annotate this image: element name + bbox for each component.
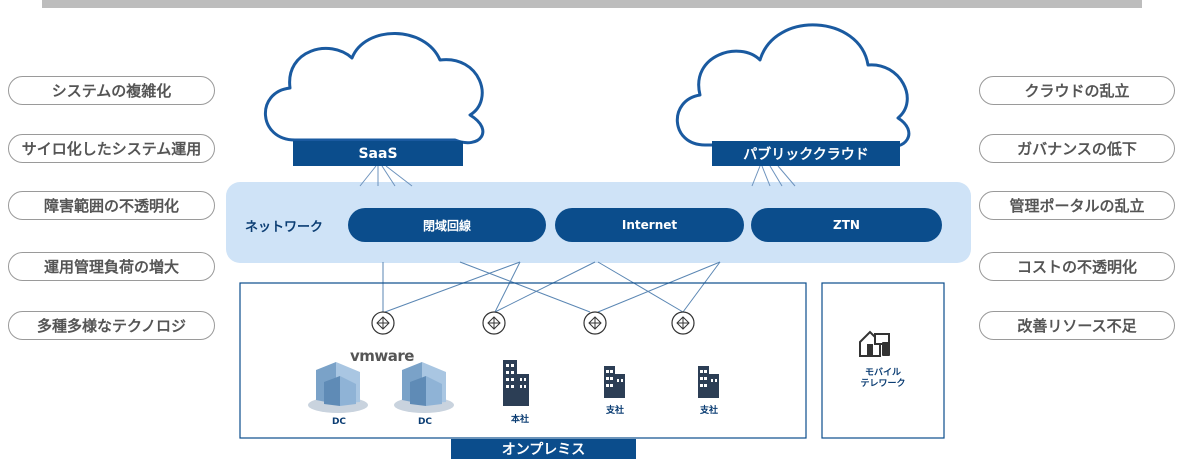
- saas-label: SaaS: [293, 141, 463, 166]
- site-label-branch: 支社: [699, 406, 718, 416]
- issue-left-1: システムの複雑化: [8, 76, 215, 105]
- branch-building-icon: [604, 366, 625, 398]
- cloud-network-links: [359, 165, 796, 187]
- telework-label: テレワーク: [860, 379, 906, 389]
- closed-line-pill: 閉域回線: [348, 208, 546, 242]
- telework-home-icon: [859, 330, 890, 357]
- headquarters-building-icon: [503, 360, 529, 406]
- onprem-frame: [239, 282, 807, 439]
- network-label: ネットワーク: [245, 220, 324, 235]
- onprem-label: オンプレミス: [451, 439, 636, 459]
- issue-left-4: 運用管理負荷の増大: [8, 252, 215, 281]
- issue-right-3: 管理ポータルの乱立: [979, 191, 1175, 220]
- router-icon: [583, 311, 607, 335]
- site-label-dc: DC: [331, 417, 347, 427]
- router-icon: [671, 311, 695, 335]
- issue-right-4: コストの不透明化: [979, 252, 1175, 281]
- site-label-dc: DC: [417, 417, 433, 427]
- datacenter-icon: [394, 362, 454, 413]
- internet-pill: Internet: [555, 208, 744, 242]
- branch-building-icon: [698, 366, 719, 398]
- issue-right-2: ガバナンスの低下: [979, 134, 1175, 163]
- issue-right-1: クラウドの乱立: [979, 76, 1175, 105]
- network-router-links: [382, 261, 721, 313]
- router-icon: [482, 311, 506, 335]
- vmware-logo: vmware: [350, 347, 414, 365]
- site-label-branch: 支社: [605, 406, 624, 416]
- datacenter-icon: [308, 362, 368, 413]
- saas-cloud-icon: [263, 32, 485, 145]
- issue-left-2: サイロ化したシステム運用: [8, 134, 215, 163]
- issue-left-5: 多種多様なテクノロジ: [8, 311, 215, 340]
- issue-left-3: 障害範囲の不透明化: [8, 191, 215, 220]
- issue-right-5: 改善リソース不足: [979, 311, 1175, 340]
- ztn-pill: ZTN: [751, 208, 942, 242]
- mobile-label: モバイル: [864, 368, 901, 378]
- public-cloud-label: パブリッククラウド: [712, 141, 900, 166]
- top-divider-bar: [42, 0, 1142, 8]
- router-icon: [371, 311, 395, 335]
- public-cloud-icon: [675, 23, 911, 148]
- site-label-hq: 本社: [510, 415, 529, 425]
- mobile-frame: [821, 282, 945, 439]
